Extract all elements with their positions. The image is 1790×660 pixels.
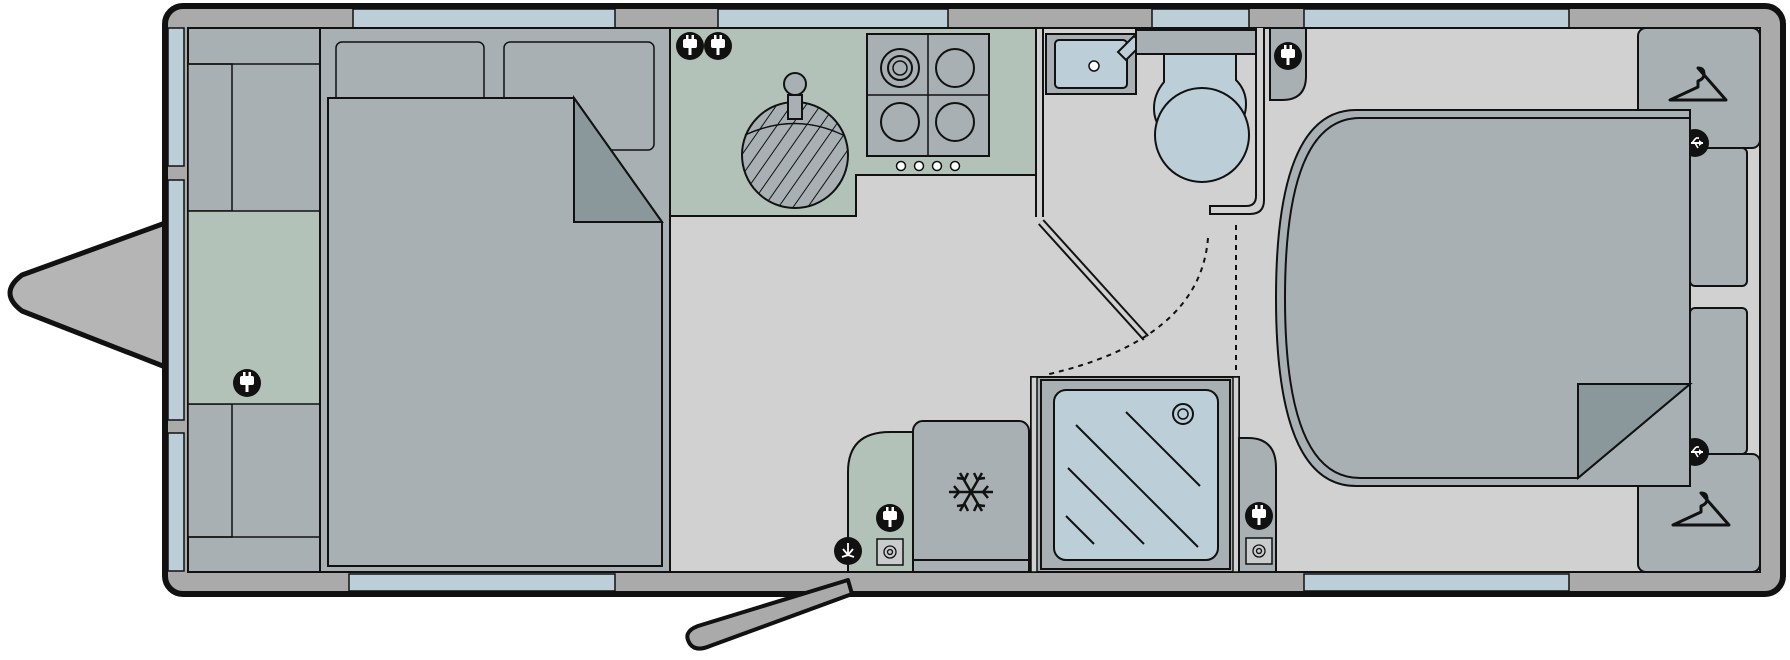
plug-icon xyxy=(876,504,904,532)
window-front-2 xyxy=(167,179,185,421)
window-top-2 xyxy=(717,8,949,29)
snowflake-icon xyxy=(949,472,993,512)
fridge-unit xyxy=(834,420,1030,573)
tv-point-icon xyxy=(876,538,904,566)
plug-icon xyxy=(233,369,261,397)
toilet-cistern xyxy=(1135,29,1257,55)
round-sink xyxy=(741,72,849,209)
window-bottom-1 xyxy=(348,573,616,592)
front-lounge-backrest-bottom xyxy=(187,403,233,538)
window-top-4 xyxy=(1303,8,1570,29)
bed-cover-fold xyxy=(573,94,664,223)
window-front-1 xyxy=(167,27,185,167)
window-top-3 xyxy=(1151,8,1250,29)
window-top-1 xyxy=(352,8,616,29)
plug-icon xyxy=(704,32,732,60)
wardrobe-unit xyxy=(1238,437,1277,573)
plug-icon xyxy=(1274,42,1302,70)
washroom xyxy=(1035,27,1307,376)
tv-point-icon xyxy=(1245,537,1273,565)
plug-icon xyxy=(1245,502,1273,530)
toilet-bowl xyxy=(1154,87,1250,183)
window-bottom-2 xyxy=(1303,573,1570,592)
entrance-threshold xyxy=(676,573,854,588)
front-lounge-backrest-top xyxy=(187,63,233,212)
plug-icon xyxy=(676,32,704,60)
rear-bedroom xyxy=(1274,27,1761,573)
window-front-3 xyxy=(167,432,185,572)
island-bed-cover-fold xyxy=(1577,383,1693,481)
entrance-door xyxy=(685,578,854,651)
aerial-icon xyxy=(834,537,862,565)
drawbar-hitch xyxy=(7,219,171,371)
hob xyxy=(866,33,990,172)
shower xyxy=(1030,376,1240,573)
